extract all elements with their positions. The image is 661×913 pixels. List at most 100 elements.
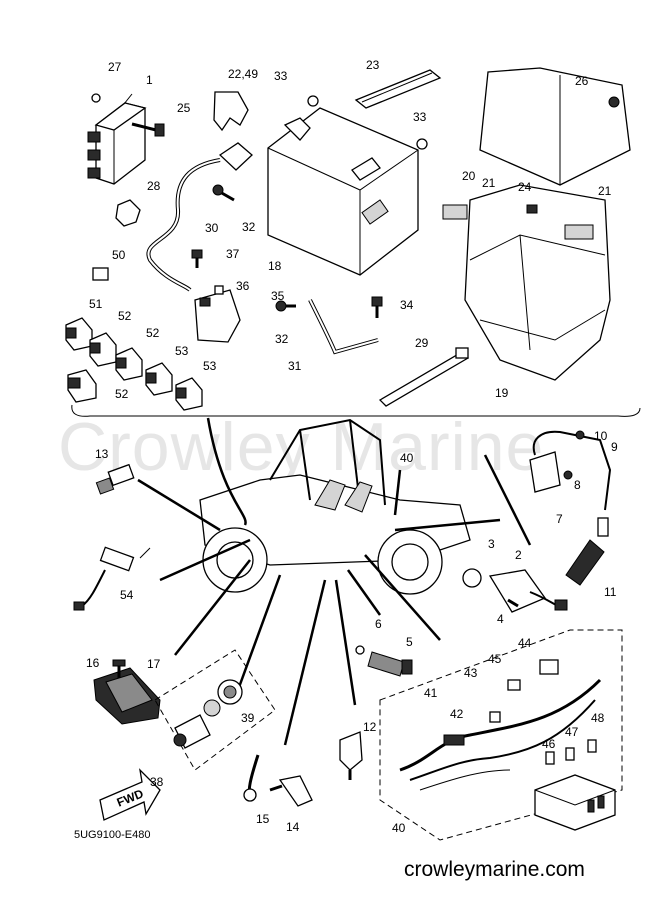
callout-27: 27 bbox=[108, 60, 122, 74]
relay-51 bbox=[65, 317, 93, 351]
callout-35: 35 bbox=[271, 289, 285, 303]
callout-30: 30 bbox=[205, 221, 219, 235]
callout-16: 16 bbox=[86, 656, 100, 670]
cable-tie-29 bbox=[378, 347, 470, 407]
callout-26: 26 bbox=[575, 74, 589, 88]
starter-relay-35 bbox=[194, 285, 241, 343]
callout-52b: 52 bbox=[146, 326, 160, 340]
fuse-47 bbox=[565, 747, 575, 761]
o-ring-3 bbox=[462, 568, 482, 588]
bolt-26 bbox=[608, 96, 620, 108]
callout-10: 10 bbox=[594, 429, 608, 443]
callout-39: 39 bbox=[241, 711, 255, 725]
nut-27 bbox=[91, 93, 101, 103]
callout-31: 31 bbox=[288, 359, 302, 373]
callout-6: 6 bbox=[375, 617, 382, 631]
callout-19: 19 bbox=[495, 386, 509, 400]
callout-9: 9 bbox=[611, 440, 618, 454]
callout-14: 14 bbox=[286, 820, 300, 834]
relay-52c bbox=[67, 369, 97, 403]
plug-cap-11 bbox=[565, 517, 609, 586]
fwd-arrow-icon: FWD bbox=[99, 768, 161, 821]
callout-54: 54 bbox=[120, 588, 134, 602]
leader-lines bbox=[137, 417, 532, 746]
relay-50 bbox=[92, 267, 109, 281]
battery-box-cover-20 bbox=[479, 67, 631, 186]
fuse-46 bbox=[545, 751, 555, 765]
callout-53b: 53 bbox=[203, 359, 217, 373]
callout-43: 43 bbox=[464, 666, 478, 680]
diagram-code: 5UG9100-E480 bbox=[74, 829, 151, 841]
callout-33b: 33 bbox=[413, 110, 427, 124]
bolt-34 bbox=[371, 296, 383, 318]
cable-31 bbox=[308, 299, 379, 355]
fuse-48 bbox=[587, 739, 597, 753]
callout-52c: 52 bbox=[115, 387, 129, 401]
callout-44: 44 bbox=[518, 636, 532, 650]
bolt-32a bbox=[212, 184, 235, 202]
relay-53b bbox=[175, 377, 203, 411]
callout-17: 17 bbox=[147, 657, 161, 671]
sensor-5 bbox=[367, 651, 413, 677]
callout-24: 24 bbox=[518, 180, 532, 194]
bracket-22 bbox=[213, 91, 249, 132]
callout-18: 18 bbox=[268, 259, 282, 273]
callout-21a: 21 bbox=[482, 176, 496, 190]
callout-42: 42 bbox=[450, 707, 464, 721]
sensor-2 bbox=[488, 569, 568, 613]
callout-52a: 52 bbox=[118, 309, 132, 323]
callout-3: 3 bbox=[488, 537, 495, 551]
spark-plug-12 bbox=[339, 731, 363, 780]
callout-36: 36 bbox=[236, 279, 250, 293]
ignition-coil-7 bbox=[529, 430, 612, 511]
watermark-text: Crowley Marine bbox=[58, 409, 545, 485]
callout-25: 25 bbox=[177, 101, 191, 115]
switch-39 bbox=[173, 679, 243, 749]
group-38-outline bbox=[154, 649, 276, 771]
clip-28 bbox=[115, 199, 141, 227]
sensor-13 bbox=[95, 463, 135, 495]
callout-29: 29 bbox=[415, 336, 429, 350]
battery-strap-23 bbox=[354, 69, 442, 109]
callout-12: 12 bbox=[363, 720, 377, 734]
relay-52b bbox=[115, 347, 143, 381]
cable-30 bbox=[146, 142, 253, 292]
sensor-14-15 bbox=[243, 754, 313, 807]
regulator-16 bbox=[93, 659, 161, 725]
callout-47: 47 bbox=[565, 725, 579, 739]
callout-45: 45 bbox=[488, 652, 502, 666]
callout-32a: 32 bbox=[242, 220, 256, 234]
callout-21b: 21 bbox=[598, 184, 612, 198]
callout-23: 23 bbox=[366, 58, 380, 72]
callout-48: 48 bbox=[591, 711, 605, 725]
callout-40b: 40 bbox=[392, 821, 406, 835]
callout-41: 41 bbox=[424, 686, 438, 700]
callout-15: 15 bbox=[256, 812, 270, 826]
callout-22-49: 22,49 bbox=[228, 67, 258, 81]
bolt-32b bbox=[275, 300, 296, 312]
harness-group-outline bbox=[379, 629, 623, 841]
callout-33a: 33 bbox=[274, 69, 288, 83]
callout-11: 11 bbox=[604, 585, 617, 599]
callout-37: 37 bbox=[226, 247, 240, 261]
callout-40a: 40 bbox=[400, 451, 414, 465]
website-link[interactable]: crowleymarine.com bbox=[404, 858, 585, 881]
o-ring-6 bbox=[355, 645, 365, 655]
callout-28: 28 bbox=[147, 179, 161, 193]
callout-46: 46 bbox=[542, 737, 556, 751]
terminal-33b bbox=[416, 138, 428, 150]
ecu-part bbox=[87, 93, 147, 185]
callout-2: 2 bbox=[515, 548, 522, 562]
terminal-33a bbox=[307, 95, 319, 107]
callout-50: 50 bbox=[112, 248, 126, 262]
callout-32b: 32 bbox=[275, 332, 289, 346]
callout-1: 1 bbox=[146, 73, 153, 87]
callout-8: 8 bbox=[574, 478, 581, 492]
callout-34: 34 bbox=[400, 298, 414, 312]
battery-box-19 bbox=[442, 184, 611, 381]
sensor-54 bbox=[73, 546, 151, 611]
wire-harness-40 bbox=[399, 659, 602, 791]
callout-38: 38 bbox=[150, 775, 164, 789]
callout-7: 7 bbox=[556, 512, 563, 526]
